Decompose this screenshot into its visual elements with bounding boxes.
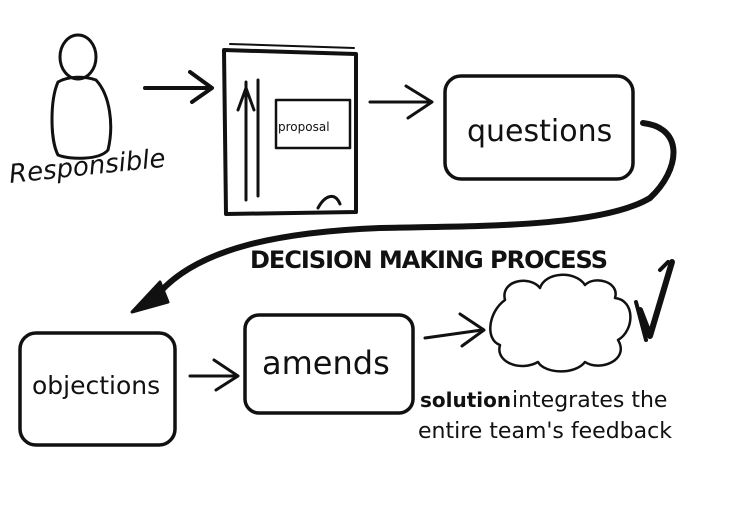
arrow-to-amends	[188, 358, 240, 392]
proposal-document	[222, 43, 358, 216]
objections-label: objections	[32, 371, 160, 400]
person-icon	[50, 33, 113, 160]
questions-label: questions	[467, 114, 612, 149]
actor-label: Responsible	[8, 144, 167, 190]
questions-box	[443, 74, 635, 181]
solution-cloud	[489, 273, 632, 373]
arrow-to-questions	[368, 84, 434, 120]
solution-caption-line1: integrates the	[512, 388, 667, 413]
amends-box	[243, 313, 415, 415]
solution-caption-line2: entire team's feedback	[418, 419, 672, 444]
solution-label: solution	[420, 388, 511, 412]
arrow-to-proposal	[143, 70, 214, 104]
check-mark-icon	[634, 259, 675, 342]
arrow-to-solution	[423, 312, 486, 348]
amends-label: amends	[262, 344, 390, 382]
objections-box	[18, 331, 177, 447]
arrow-curve-to-objections	[130, 120, 677, 314]
proposal-label: proposal	[278, 120, 330, 134]
process-label: DECISION MAKING PROCESS	[250, 246, 607, 274]
